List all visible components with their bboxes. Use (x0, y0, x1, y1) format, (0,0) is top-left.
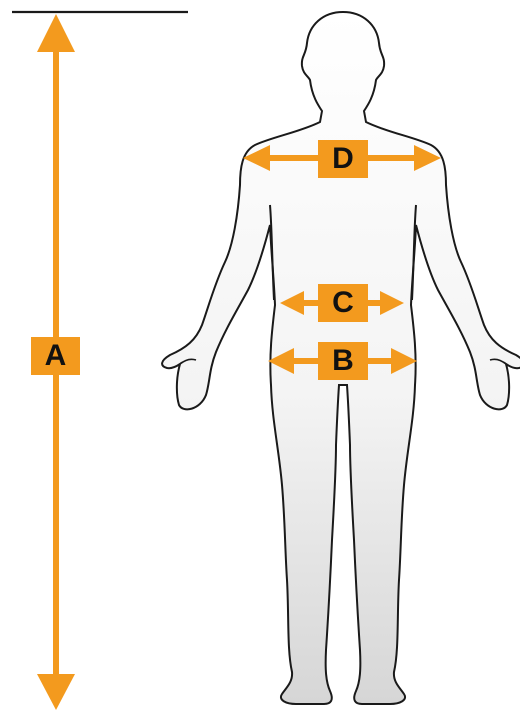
measurement-b-label: B (318, 342, 368, 380)
measurement-d-label: D (318, 140, 368, 178)
measurement-c-label: C (318, 284, 368, 322)
measurement-a-label: A (31, 337, 80, 375)
